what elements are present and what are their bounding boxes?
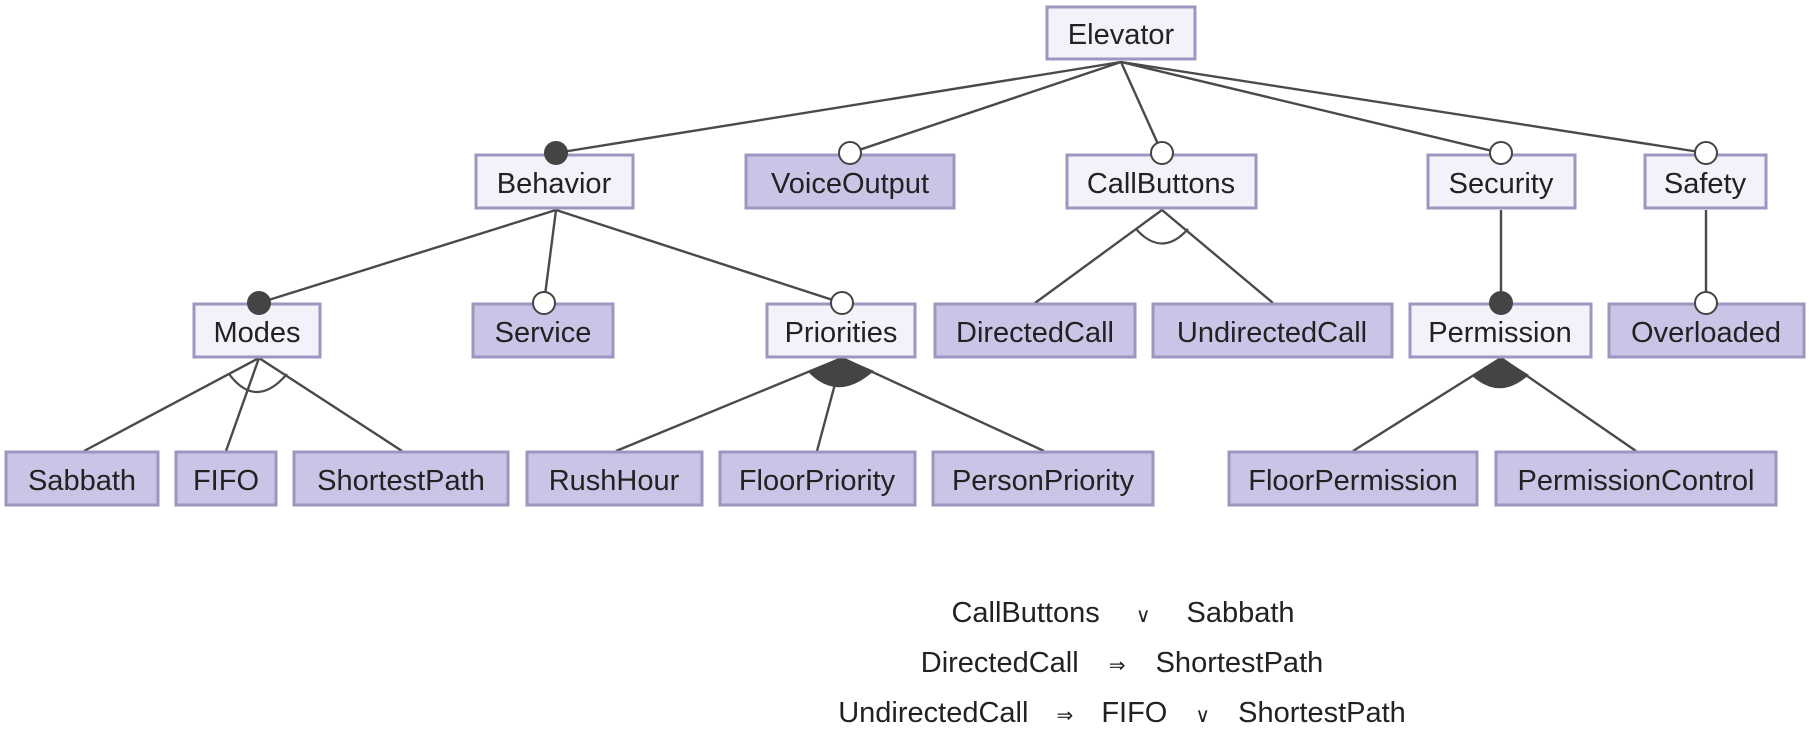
constraint-left: CallButtons	[951, 597, 1099, 629]
feature-permission-control[interactable]: PermissionControl	[1494, 450, 1778, 507]
edges-permission	[1352, 356, 1637, 453]
alternative-arc-modes	[228, 373, 288, 394]
feature-label: FIFO	[193, 465, 259, 497]
constraint-left: DirectedCall	[921, 647, 1079, 679]
optional-marker-security	[1489, 141, 1513, 165]
feature-label: CallButtons	[1087, 168, 1235, 200]
constraint-2: DirectedCall ⇒ ShortestPath	[921, 647, 1324, 679]
constraint-right: ShortestPath	[1238, 697, 1406, 729]
feature-label: Overloaded	[1631, 317, 1781, 349]
feature-label: Sabbath	[28, 465, 136, 497]
mandatory-marker-permission	[1489, 291, 1513, 315]
constraint-mid: FIFO	[1101, 697, 1167, 729]
feature-undirected-call[interactable]: UndirectedCall	[1151, 302, 1394, 359]
edges-priorities	[615, 356, 1045, 453]
constraint-right: ShortestPath	[1156, 647, 1324, 679]
feature-markers	[247, 141, 1718, 315]
feature-label: Behavior	[497, 168, 612, 200]
optional-marker-priorities	[830, 291, 854, 315]
mandatory-marker-modes	[247, 291, 271, 315]
feature-label: ShortestPath	[317, 465, 485, 497]
feature-label: FloorPermission	[1248, 465, 1458, 497]
edges-modes	[83, 356, 403, 453]
feature-label: Permission	[1428, 317, 1571, 349]
feature-label: FloorPriority	[739, 465, 896, 497]
optional-marker-voice-output	[838, 141, 862, 165]
or-group-permission	[1472, 357, 1529, 389]
alternative-arc-callbuttons	[1135, 228, 1189, 245]
constraint-operator: ⇒	[1056, 705, 1073, 727]
feature-voice-output[interactable]: VoiceOutput	[744, 153, 956, 210]
feature-label: Elevator	[1068, 19, 1175, 51]
edges-callbuttons	[1034, 209, 1274, 304]
constraint-1: CallButtons ∨ Sabbath	[951, 597, 1294, 629]
edges-behavior	[258, 208, 843, 305]
feature-elevator[interactable]: Elevator	[1045, 5, 1197, 61]
constraint-operator: ∨	[1195, 705, 1210, 727]
feature-label: Modes	[213, 317, 300, 349]
optional-marker-call-buttons	[1150, 141, 1174, 165]
optional-marker-service	[532, 291, 556, 315]
feature-overloaded[interactable]: Overloaded	[1607, 302, 1806, 359]
feature-label: RushHour	[549, 465, 680, 497]
feature-label: Service	[495, 317, 592, 349]
feature-label: UndirectedCall	[1177, 317, 1367, 349]
optional-marker-overloaded	[1694, 291, 1718, 315]
feature-directed-call[interactable]: DirectedCall	[933, 302, 1137, 359]
constraint-left: UndirectedCall	[838, 697, 1028, 729]
edges-security-safety	[1499, 210, 1708, 303]
feature-floor-permission[interactable]: FloorPermission	[1227, 450, 1479, 507]
feature-floor-priority[interactable]: FloorPriority	[718, 450, 917, 507]
or-group-priorities	[808, 357, 874, 388]
constraint-3: UndirectedCall ⇒ FIFO ∨ ShortestPath	[838, 697, 1406, 729]
constraint-right: Sabbath	[1187, 597, 1295, 629]
constraint-operator: ⇒	[1109, 655, 1126, 677]
feature-label: PermissionControl	[1518, 465, 1755, 497]
edges-root	[555, 60, 1707, 155]
optional-marker-safety	[1694, 141, 1718, 165]
feature-fifo[interactable]: FIFO	[174, 450, 278, 507]
feature-label: Priorities	[785, 317, 898, 349]
feature-label: DirectedCall	[956, 317, 1114, 349]
constraints: CallButtons ∨ Sabbath DirectedCall ⇒ Sho…	[838, 597, 1406, 729]
feature-person-priority[interactable]: PersonPriority	[931, 450, 1155, 507]
mandatory-marker-behavior	[544, 141, 568, 165]
feature-label: PersonPriority	[952, 465, 1135, 497]
feature-label: Security	[1449, 168, 1554, 200]
constraint-operator: ∨	[1136, 605, 1151, 627]
feature-label: VoiceOutput	[771, 168, 929, 200]
feature-rush-hour[interactable]: RushHour	[525, 450, 704, 507]
feature-label: Safety	[1664, 168, 1747, 200]
feature-safety[interactable]: Safety	[1643, 153, 1768, 210]
feature-shortest-path[interactable]: ShortestPath	[292, 450, 510, 507]
feature-sabbath[interactable]: Sabbath	[4, 450, 160, 507]
